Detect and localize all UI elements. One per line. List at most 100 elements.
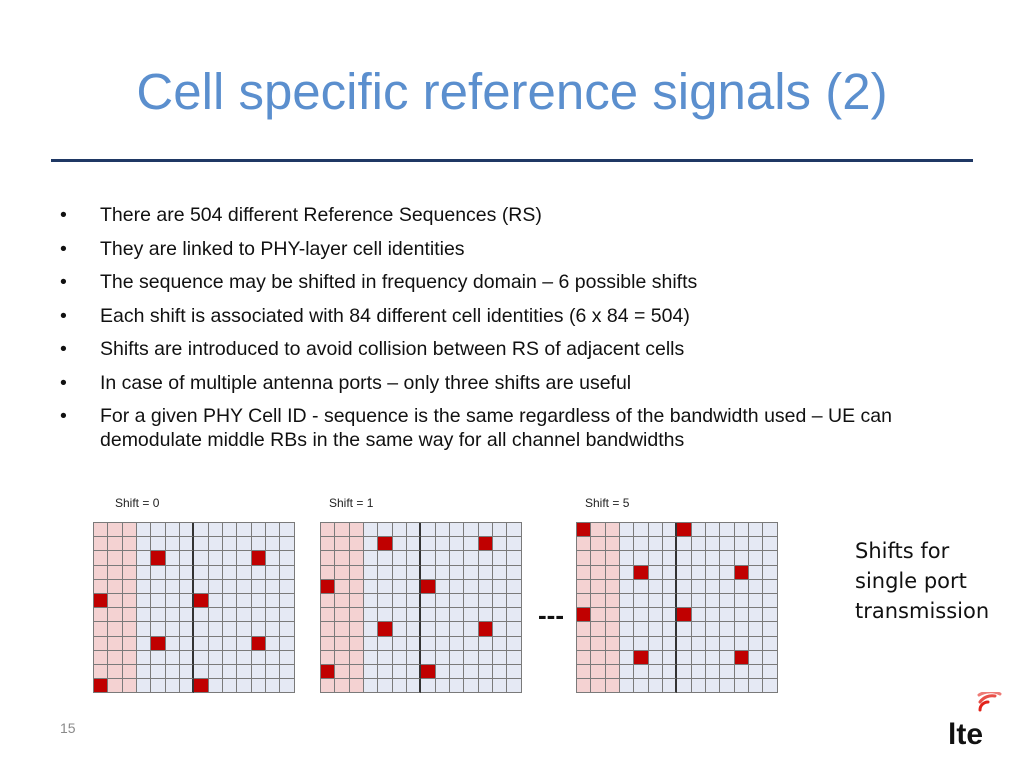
resource-element	[137, 565, 152, 580]
resource-element	[364, 650, 379, 665]
resource-element	[223, 679, 238, 694]
resource-element	[493, 679, 508, 694]
resource-element	[194, 650, 209, 665]
resource-element	[605, 664, 621, 680]
resource-element	[507, 523, 522, 538]
resource-element	[763, 579, 778, 594]
resource-element	[648, 636, 664, 651]
resource-element	[478, 565, 494, 580]
resource-element	[605, 679, 621, 694]
reference-signal-element	[478, 537, 494, 552]
resource-element	[507, 679, 522, 694]
resource-element	[734, 593, 750, 609]
resource-element	[464, 664, 479, 680]
resource-element	[165, 636, 181, 651]
ellipsis: ---	[538, 600, 564, 630]
resource-element	[720, 608, 735, 623]
bullet-item: •In case of multiple antenna ports – onl…	[60, 371, 960, 395]
resource-element	[663, 537, 678, 552]
resource-element	[763, 593, 778, 609]
bullet-marker: •	[60, 371, 67, 394]
resource-element	[122, 636, 138, 651]
resource-element	[364, 593, 379, 609]
resource-element	[421, 679, 436, 694]
resource-element	[464, 622, 479, 637]
resource-element	[321, 565, 336, 580]
resource-element	[335, 523, 350, 538]
resource-element	[507, 608, 522, 623]
bullet-marker: •	[60, 237, 67, 260]
resource-element	[478, 593, 494, 609]
bullet-marker: •	[60, 204, 67, 226]
resource-element	[137, 650, 152, 665]
resource-element	[223, 523, 238, 538]
resource-element	[280, 551, 295, 566]
resource-element	[763, 523, 778, 538]
reference-signal-element	[421, 664, 436, 680]
resource-element	[251, 579, 267, 594]
resource-element	[266, 608, 281, 623]
bullet-text: The sequence may be shifted in frequency…	[100, 271, 698, 293]
resource-element	[450, 608, 465, 623]
resource-element	[450, 593, 465, 609]
resource-element	[94, 579, 109, 594]
resource-element	[108, 622, 123, 637]
shifts-note: Shifts for single port transmission	[855, 536, 1015, 626]
resource-element	[464, 679, 479, 694]
resource-element	[180, 636, 195, 651]
resource-element	[605, 537, 621, 552]
bullet-text: Each shift is associated with 84 differe…	[100, 304, 690, 327]
resource-element	[392, 579, 408, 594]
title-divider	[51, 159, 973, 162]
resource-element	[335, 579, 350, 594]
resource-element	[378, 551, 393, 566]
resource-element	[648, 579, 664, 594]
resource-element	[266, 664, 281, 680]
resource-element	[663, 650, 678, 665]
resource-element	[378, 608, 393, 623]
resource-element	[464, 551, 479, 566]
resource-element	[321, 679, 336, 694]
resource-element	[349, 679, 365, 694]
resource-element	[266, 537, 281, 552]
resource-element	[180, 593, 195, 609]
resource-element	[435, 679, 451, 694]
resource-element	[266, 523, 281, 538]
resource-element	[335, 565, 350, 580]
resource-element	[208, 664, 224, 680]
resource-element	[364, 664, 379, 680]
grid-caption-shift-0: Shift = 0	[115, 496, 160, 510]
resource-element	[180, 523, 195, 538]
resource-element	[464, 593, 479, 609]
resource-element	[450, 650, 465, 665]
reference-signal-element	[577, 608, 592, 623]
resource-element	[734, 523, 750, 538]
resource-element	[605, 636, 621, 651]
logo-text: lte	[948, 718, 983, 751]
resource-element	[321, 636, 336, 651]
resource-element	[648, 551, 664, 566]
resource-element	[620, 679, 635, 694]
resource-element	[493, 593, 508, 609]
resource-element	[720, 679, 735, 694]
resource-element	[151, 622, 166, 637]
resource-element	[280, 650, 295, 665]
resource-element	[749, 664, 764, 680]
resource-element	[677, 537, 692, 552]
resource-element	[137, 664, 152, 680]
resource-element	[749, 537, 764, 552]
resource-element	[349, 579, 365, 594]
resource-element	[223, 593, 238, 609]
resource-element	[450, 636, 465, 651]
resource-element	[763, 565, 778, 580]
bullet-list: •There are 504 different Reference Seque…	[60, 203, 960, 462]
resource-element	[321, 537, 336, 552]
resource-element	[464, 523, 479, 538]
resource-element	[122, 565, 138, 580]
resource-element	[108, 551, 123, 566]
resource-element	[108, 565, 123, 580]
resource-element	[706, 579, 721, 594]
resource-element	[251, 565, 267, 580]
resource-element	[691, 679, 707, 694]
resource-element	[648, 537, 664, 552]
